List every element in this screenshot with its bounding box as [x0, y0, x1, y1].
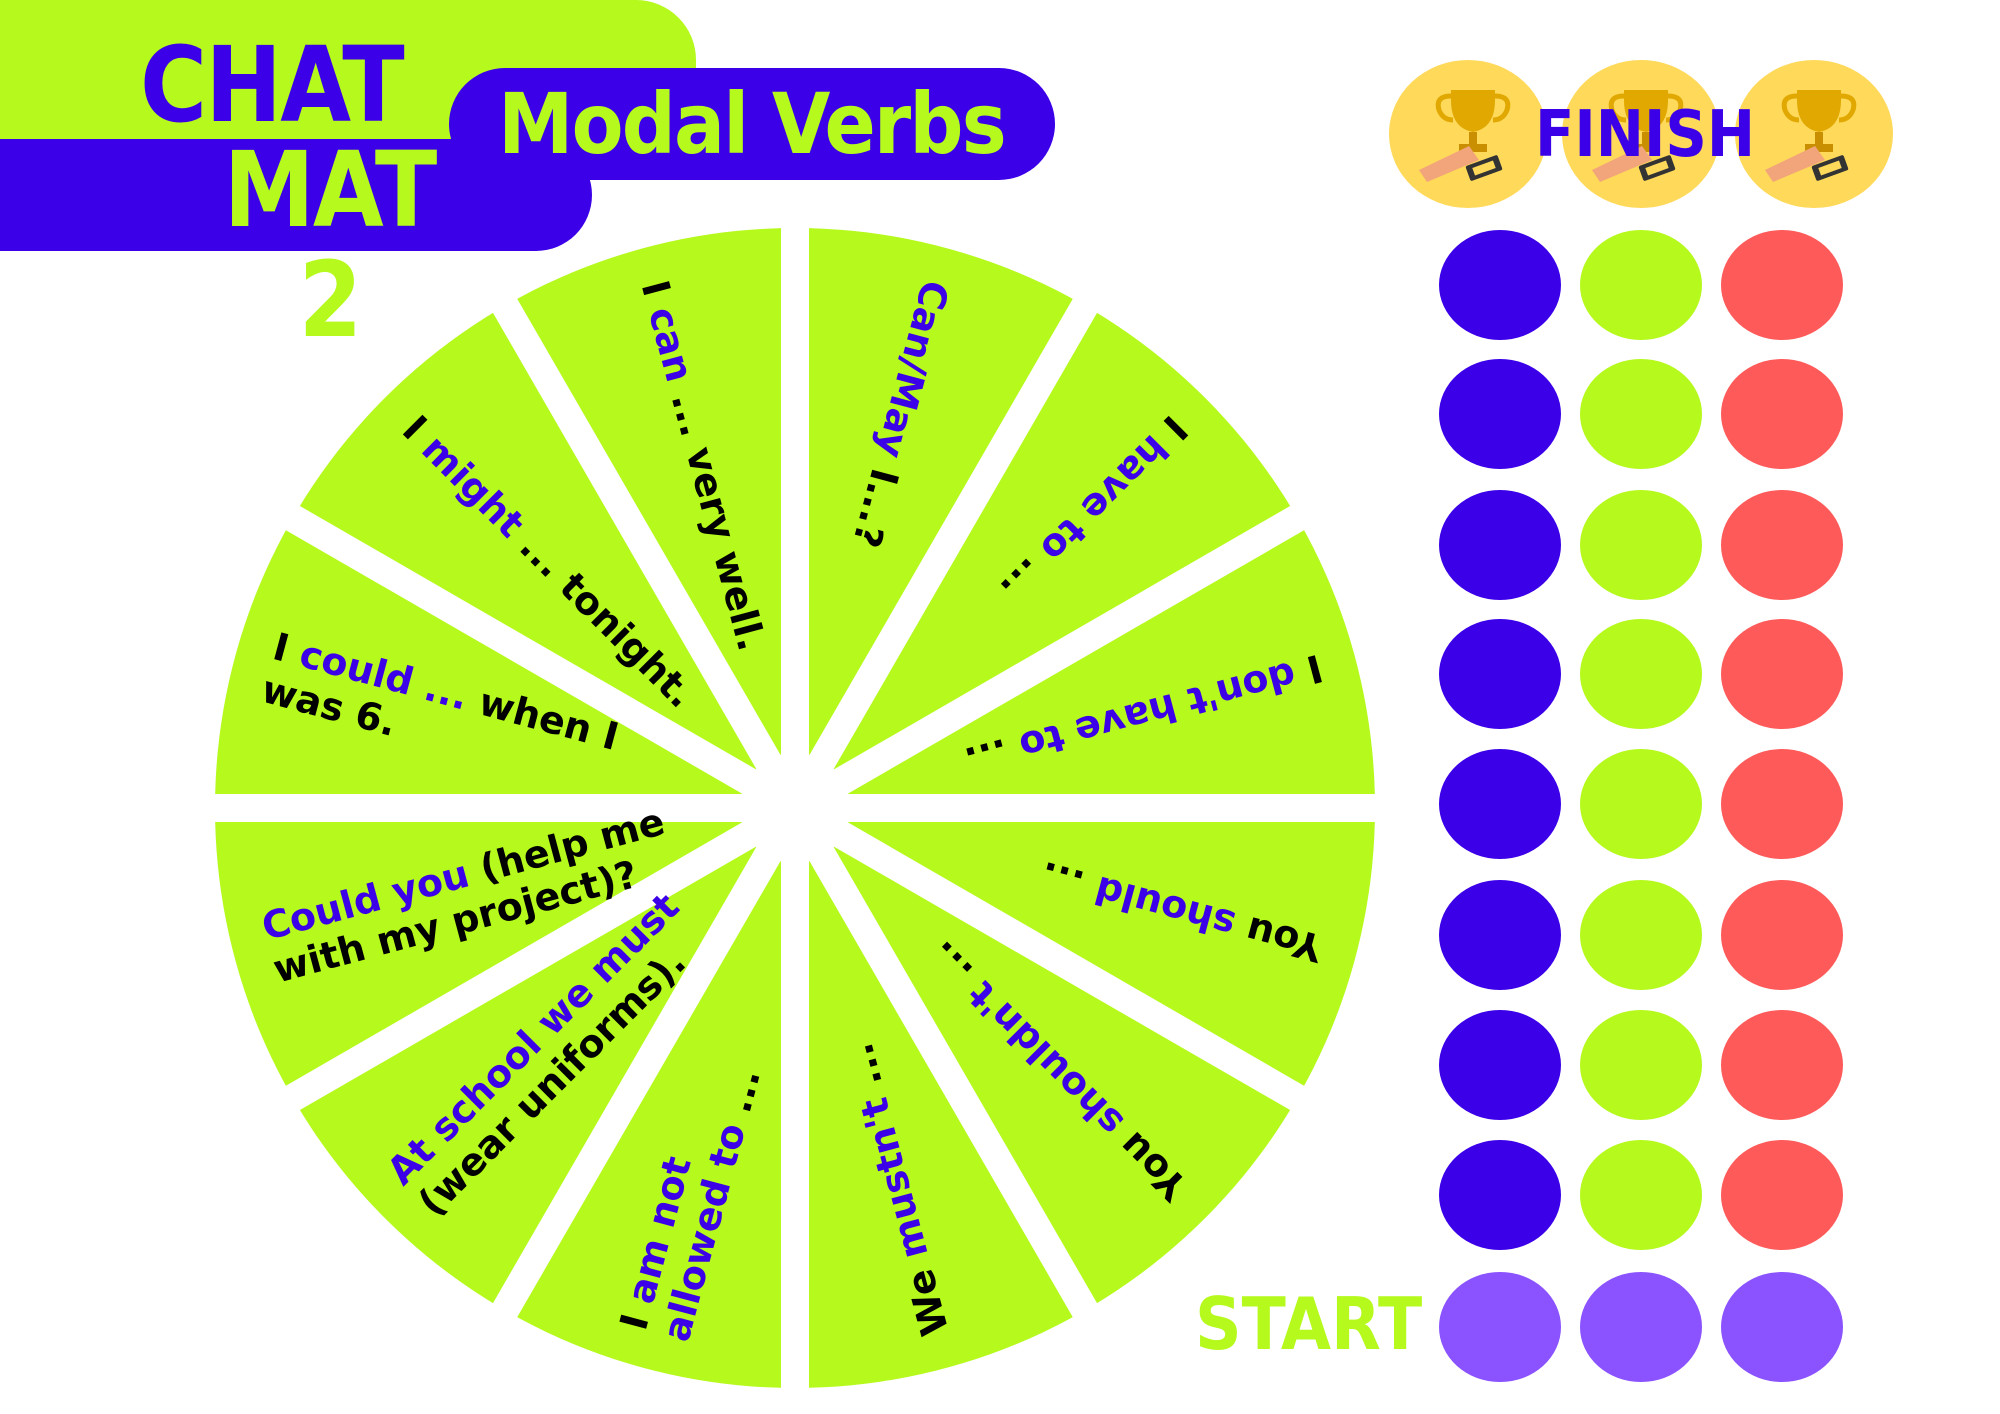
track-space-green[interactable]	[1580, 619, 1702, 729]
track-space-red[interactable]	[1721, 1010, 1843, 1120]
track-space-purple[interactable]	[1439, 1010, 1561, 1120]
finish-label: FINISH	[1535, 98, 1756, 172]
title-mat-2: MAT 2	[223, 129, 438, 361]
track-space-red[interactable]	[1721, 619, 1843, 729]
track-space-red[interactable]	[1721, 230, 1843, 340]
track-space-red[interactable]	[1721, 1140, 1843, 1250]
track-space-purple[interactable]	[1439, 749, 1561, 859]
track-space-purple[interactable]	[1439, 1140, 1561, 1250]
trophy-icon	[1592, 90, 1684, 182]
track-space-purple[interactable]	[1439, 880, 1561, 990]
subtitle-modal-verbs: Modal Verbs	[498, 75, 1008, 173]
start-space[interactable]	[1580, 1272, 1702, 1382]
track-space-green[interactable]	[1580, 1140, 1702, 1250]
track-space-red[interactable]	[1721, 359, 1843, 469]
track-space-green[interactable]	[1580, 749, 1702, 859]
trophy-badge	[1562, 60, 1720, 208]
track-space-green[interactable]	[1580, 880, 1702, 990]
title-chat: CHAT	[140, 24, 405, 146]
trophy-icon	[1419, 90, 1511, 182]
track-space-green[interactable]	[1580, 230, 1702, 340]
trophy-badge	[1389, 60, 1547, 208]
track-space-purple[interactable]	[1439, 490, 1561, 600]
track-space-green[interactable]	[1580, 359, 1702, 469]
start-space[interactable]	[1721, 1272, 1843, 1382]
trophy-badge	[1735, 60, 1893, 208]
subtitle-pill: Modal Verbs	[449, 68, 1055, 180]
start-label: START	[1195, 1282, 1423, 1366]
track-space-red[interactable]	[1721, 749, 1843, 859]
track-space-green[interactable]	[1580, 490, 1702, 600]
track-space-red[interactable]	[1721, 880, 1843, 990]
track-space-purple[interactable]	[1439, 359, 1561, 469]
trophy-icon	[1765, 90, 1857, 182]
track-space-red[interactable]	[1721, 490, 1843, 600]
track-space-purple[interactable]	[1439, 619, 1561, 729]
track-space-green[interactable]	[1580, 1010, 1702, 1120]
wheel-hub	[740, 753, 850, 863]
track-space-purple[interactable]	[1439, 230, 1561, 340]
start-space[interactable]	[1439, 1272, 1561, 1382]
